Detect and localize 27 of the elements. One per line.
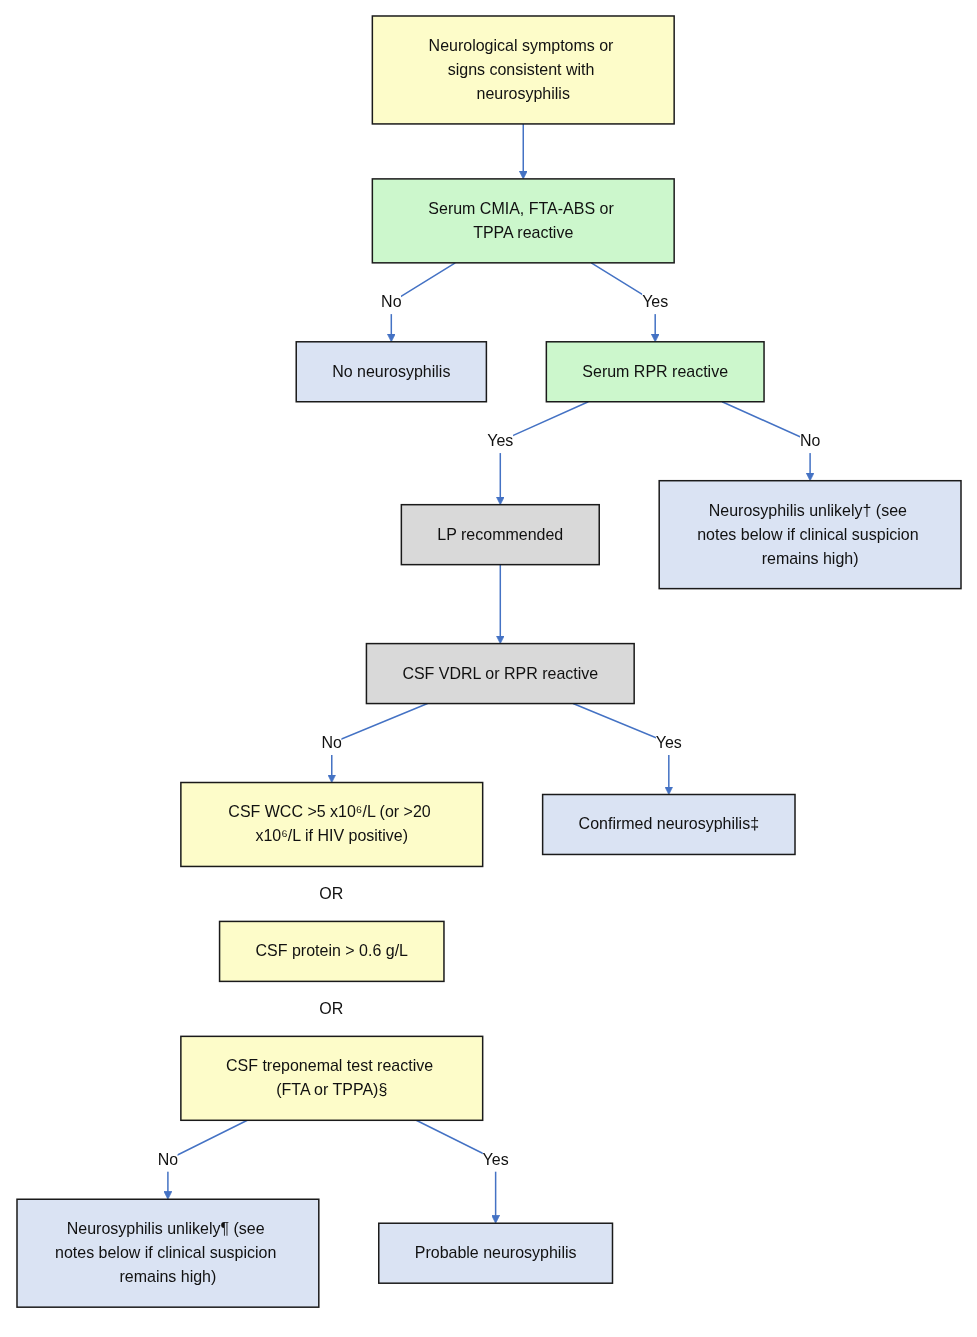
node-box: Probable neurosyphilis <box>377 1222 613 1284</box>
node-box: CSF protein > 0.6 g/L <box>218 920 445 983</box>
arrow <box>326 702 428 783</box>
node-box: Serum CMIA, FTA-ABS or TPPA reactive <box>371 178 675 264</box>
arrow <box>518 123 528 180</box>
node-box: Neurosyphilis unlikely† (see notes below if clinical suspicion remains high) <box>657 479 962 590</box>
node-box: CSF WCC >5 x10⁶/L (or >20 x10⁶/L if HIV positive) <box>179 781 483 868</box>
arrow <box>495 563 505 644</box>
edge-label: No <box>799 432 820 450</box>
node-box: Confirmed neurosyphilis‡ <box>541 793 796 856</box>
edge-label: No <box>380 293 402 311</box>
node-box: No neurosyphilis <box>295 341 487 403</box>
conjunction-label: OR <box>319 1000 344 1017</box>
node-box: Neurological symptoms or signs consistent with neurosyphilis <box>371 15 675 125</box>
node-box: Neurosyphilis unlikely¶ (see notes below if clinical suspicion remains high) <box>15 1198 320 1308</box>
edge-label: No <box>321 734 342 752</box>
node-box: Serum RPR reactive <box>545 341 765 403</box>
conjunction-label: OR <box>319 885 344 902</box>
node-box: LP recommended <box>400 503 600 566</box>
node-box: CSF VDRL or RPR reactive <box>365 642 635 705</box>
edge-label: Yes <box>655 734 682 752</box>
edge-label: Yes <box>641 293 668 311</box>
edge-label: Yes <box>486 432 513 450</box>
edge-label: Yes <box>482 1150 509 1168</box>
arrow <box>163 1119 248 1200</box>
edge-label: No <box>157 1150 178 1168</box>
node-box: CSF treponemal test reactive (FTA or TPPA)§ <box>179 1035 483 1122</box>
